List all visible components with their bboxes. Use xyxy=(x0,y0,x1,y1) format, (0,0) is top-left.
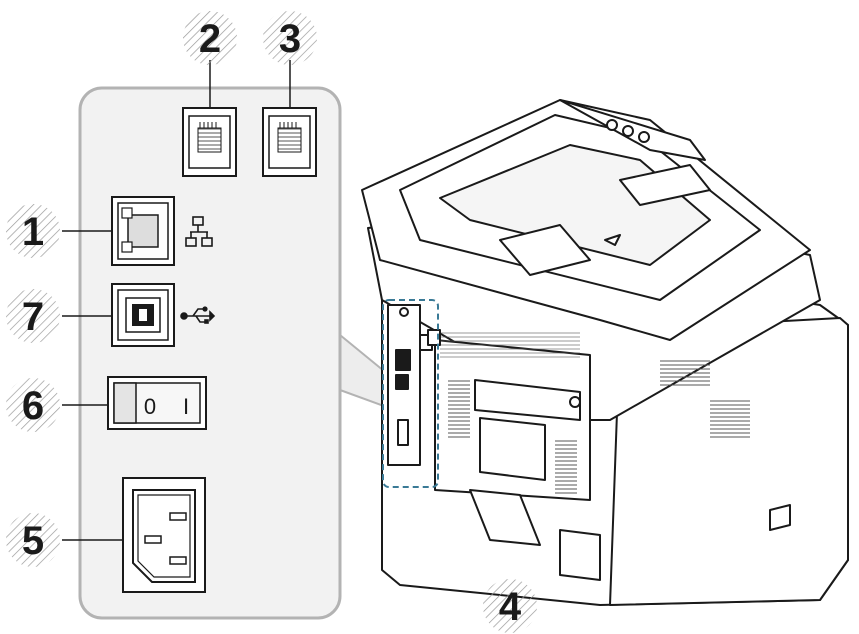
switch-on-label: I xyxy=(183,394,189,419)
callout-5 xyxy=(6,513,60,567)
usb-port xyxy=(111,283,175,347)
power-receptacle xyxy=(122,477,206,593)
callout-5-label: 5 xyxy=(22,519,44,563)
callout-1 xyxy=(6,204,60,258)
callout-7-label: 7 xyxy=(22,295,44,339)
network-port xyxy=(111,196,175,266)
ports-highlight xyxy=(382,299,439,488)
callout-6-label: 6 xyxy=(22,384,44,428)
line-jack xyxy=(182,107,237,177)
network-icon xyxy=(185,216,213,247)
callout-2-label: 2 xyxy=(199,17,221,61)
power-switch xyxy=(107,376,207,430)
callout-3 xyxy=(263,11,317,65)
callout-4-label: 4 xyxy=(499,585,522,629)
usb-icon xyxy=(180,306,216,324)
callout-6 xyxy=(6,378,60,432)
switch-off-label: 0 xyxy=(144,394,156,419)
callout-2 xyxy=(183,11,237,65)
callout-4 xyxy=(483,579,537,633)
printer-illustration xyxy=(361,99,849,606)
callout-1-label: 1 xyxy=(22,210,44,254)
callout-7 xyxy=(6,289,60,343)
ext-jack xyxy=(262,107,317,177)
callout-3-label: 3 xyxy=(279,17,301,61)
